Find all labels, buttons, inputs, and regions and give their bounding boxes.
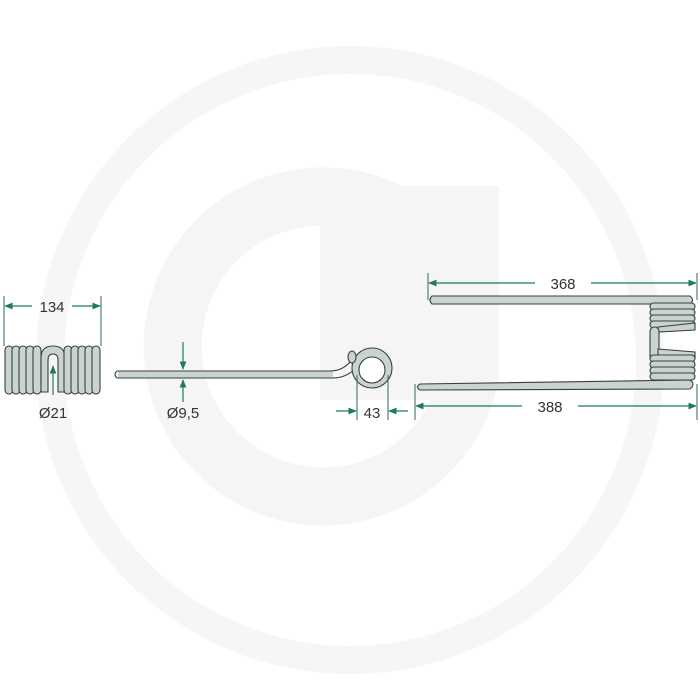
dim-wire-thickness: Ø9,5 xyxy=(167,405,200,422)
side-view: Ø9,5 43 xyxy=(114,342,408,422)
coil-end-view: 134 Ø21 xyxy=(3,296,102,422)
dim-upper-arm-length: 368 xyxy=(550,276,575,293)
dim-coil-width: 134 xyxy=(39,299,64,316)
lower-arm xyxy=(416,379,694,391)
top-view: 368 388 xyxy=(414,273,698,420)
dim-eye-diameter: 43 xyxy=(364,405,381,422)
coil-center-loop xyxy=(40,345,66,393)
coil-right xyxy=(63,345,101,395)
coil-left xyxy=(4,345,42,395)
dim-lower-arm-length: 388 xyxy=(537,399,562,416)
dim-wire-diameter: Ø21 xyxy=(39,405,67,422)
